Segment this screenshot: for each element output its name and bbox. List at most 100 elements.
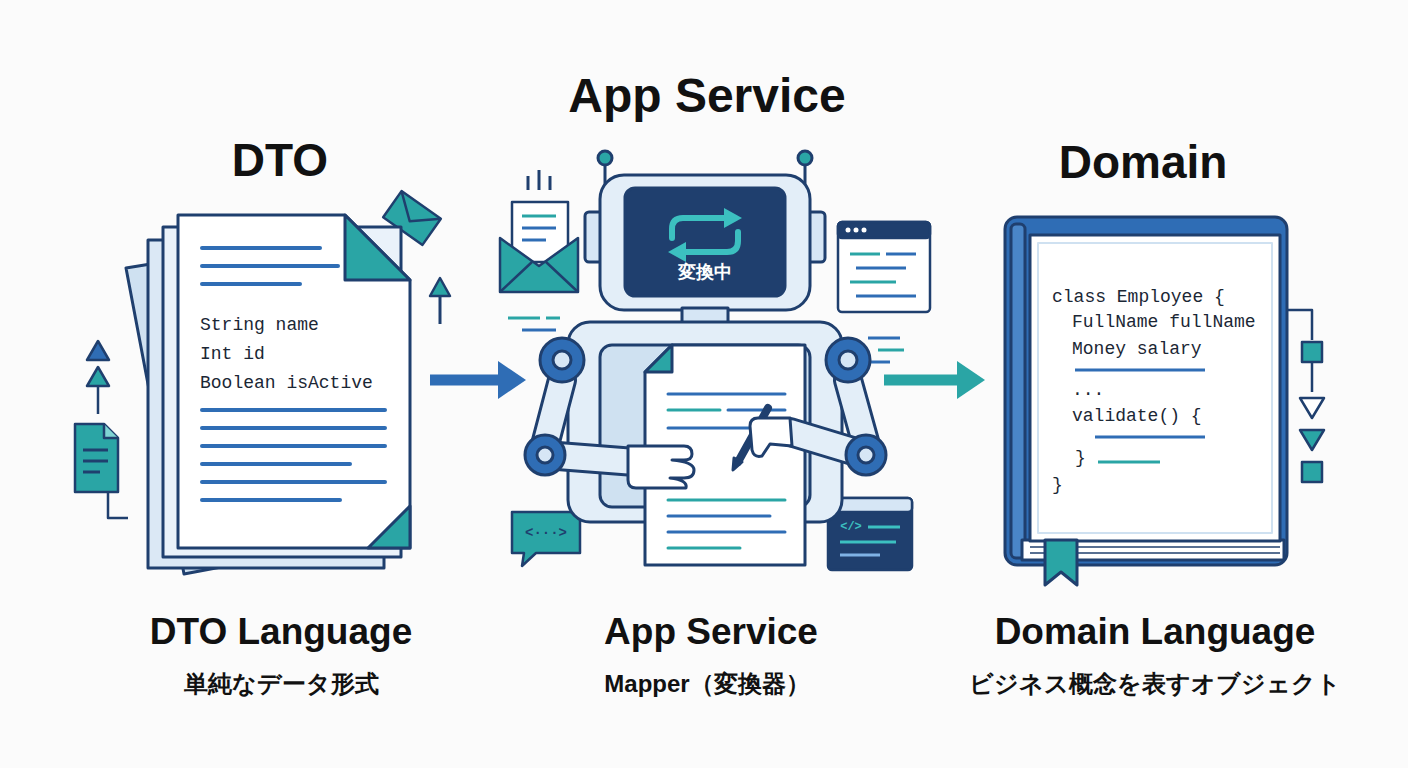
robot-outline-part-part: [750, 418, 792, 456]
robot-outline-part-part: [728, 409, 785, 412]
document-stack-outline-part-part: [202, 426, 385, 430]
robot-side-decoration: [500, 170, 930, 570]
robot-outline-part-part: [846, 435, 886, 475]
robot-side-decoration-part: [500, 238, 578, 292]
robot-outline-part-part: [826, 338, 870, 382]
robot-side-decoration-part: [538, 170, 541, 190]
domain-book: Domainclass Employee {FullName fullNameM…: [1005, 215, 1285, 575]
dto-side-decoration-part: [430, 278, 450, 296]
flow-arrow: [884, 361, 985, 399]
robot-outline-part-part: [645, 345, 672, 372]
robot-side-decoration-part: [549, 176, 552, 190]
code-symbol: </>: [831, 520, 871, 534]
robot-side-decoration-part: [850, 253, 880, 256]
domain-side-decoration-part: [1302, 342, 1322, 362]
code-line: }: [1075, 447, 1086, 469]
robot-outline-part-part: [798, 151, 812, 165]
dto-document-stack: DTOString nameInt idBoolean isActive: [120, 210, 420, 575]
robot-outline-part: [525, 151, 886, 565]
robot-outline-part-part: [540, 338, 584, 382]
robot-outline-part-part: [625, 188, 785, 296]
code-line: String name: [200, 314, 319, 336]
caption-title: DTO Language: [61, 610, 501, 654]
robot-outline-part-part: [525, 435, 565, 475]
book-outline-part-part: [1045, 540, 1077, 585]
caption-title: Domain Language: [925, 610, 1385, 654]
arrow-shaft: [884, 375, 959, 386]
code-line: }: [1052, 474, 1063, 496]
robot-side-decoration-part: [508, 317, 540, 320]
robot-side-decoration-part: [868, 526, 900, 529]
robot-outline-part-part: [733, 458, 742, 470]
document-stack-outline-part-part: [368, 506, 410, 548]
caption-subtitle: Mapper（変換器）: [497, 669, 917, 698]
dto-side-decoration-part: [87, 341, 109, 360]
robot-side-decoration-part: [838, 222, 930, 312]
robot-outline: [530, 150, 880, 570]
document-stack-outline-part: [126, 215, 410, 574]
code-line: class Employee {: [1052, 286, 1225, 308]
robot-outline-part-part: [628, 446, 694, 488]
domain-side-decoration-part: [1311, 362, 1314, 392]
dto-side-decoration-part: [75, 424, 118, 492]
robot-outline-part-part: [672, 218, 726, 238]
robot-outline-part-part: [668, 515, 770, 518]
robot-outline-part-part: [598, 151, 612, 165]
section-heading: App Service: [487, 67, 927, 125]
code-line: Boolean isActive: [200, 372, 373, 394]
book-outline-part-part: [1098, 461, 1160, 464]
document-stack-outline-part-part: [202, 498, 340, 502]
section-heading: DTO: [120, 133, 440, 188]
robot-side-decoration-part: [840, 541, 896, 544]
dto-side-decoration-part: [104, 424, 118, 438]
robot-side-decoration-part: [838, 222, 930, 238]
robot-side-decoration-part: [850, 281, 896, 284]
robot-side-decoration-part: [522, 215, 556, 218]
book-outline: [1005, 215, 1285, 575]
caption-subtitle: ビジネス概念を表すオブジェクト: [915, 669, 1395, 698]
robot-outline-part-part: [668, 393, 785, 396]
robot-side-decoration-part: [886, 253, 916, 256]
robot-side-decoration-part: [522, 227, 556, 230]
robot-outline-part-part: [839, 351, 857, 369]
robot-outline-part-part: [858, 447, 874, 463]
robot-side-decoration-part: [862, 228, 867, 233]
code-line: FullName fullName: [1072, 311, 1256, 333]
robot-side-decoration-part: [522, 239, 546, 242]
robot-outline-part-part: [668, 427, 760, 430]
robot-side-decoration-part: [856, 267, 906, 270]
domain-side-decoration: [1287, 310, 1324, 482]
robot-side-decoration-part: [527, 176, 530, 190]
caption-title: App Service: [501, 610, 921, 654]
dto-side-decoration-part: [83, 460, 108, 463]
robot-side-decoration-part: [854, 228, 859, 233]
robot-outline-part-part: [668, 242, 686, 262]
robot-side-decoration-part: [846, 228, 851, 233]
arrow-head: [957, 361, 985, 399]
mapper-robot: App Service変換中: [530, 150, 880, 570]
domain-side-decoration-part: [1287, 310, 1312, 340]
code-line: Int id: [200, 343, 265, 365]
document-stack-outline-part-part: [345, 215, 410, 280]
robot-outline-part-part: [684, 232, 738, 252]
robot-outline-part-part: [724, 208, 742, 228]
robot-outline-part-part: [668, 531, 785, 534]
document-stack-outline-part-part: [202, 480, 385, 484]
book-outline-part-part: [1011, 224, 1025, 558]
document-stack-outline-part-part: [202, 462, 350, 466]
robot-side-decoration-part: [856, 295, 916, 298]
document-stack-outline-part-part: [202, 444, 385, 448]
robot-side-decoration-part: [868, 337, 900, 340]
dto-side-decoration-part: [87, 367, 109, 386]
robot-outline-part-part: [668, 499, 785, 502]
dto-side-decoration-part: [97, 386, 100, 414]
robot-outline-part-part: [537, 447, 553, 463]
book-outline-part-part: [1095, 436, 1205, 439]
arrow-shaft: [430, 375, 500, 386]
dto-side-decoration-part: [83, 449, 108, 452]
code-line: validate() {: [1072, 405, 1202, 427]
robot-outline-part-part: [668, 409, 720, 412]
robot-side-decoration-part: [500, 262, 578, 292]
book-outline-part-part: [1038, 243, 1272, 533]
